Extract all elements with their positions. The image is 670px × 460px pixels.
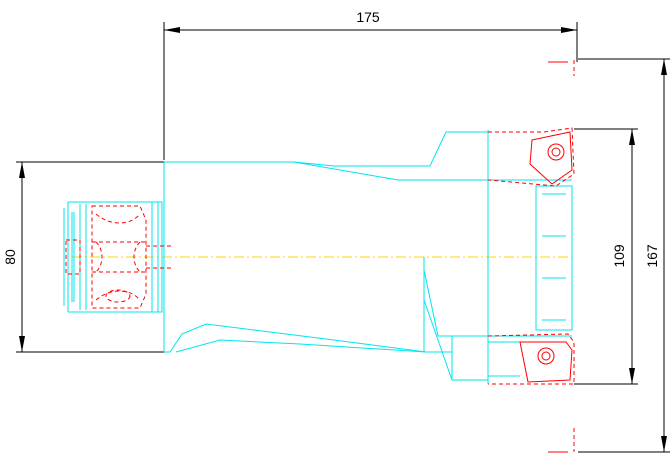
arrowhead-bottom — [629, 368, 635, 384]
insert-bottom-screw-outer — [537, 347, 555, 365]
dimension-length: 175 — [163, 9, 578, 160]
insert-top-screw-outer — [547, 143, 565, 161]
dimension-shank-diameter-label: 80 — [2, 249, 18, 265]
arrowhead-top — [629, 129, 635, 145]
arrowhead-right — [561, 27, 577, 33]
dimension-cutting-diameter-outer: 167 — [578, 58, 670, 453]
dimension-cutting-diameter-inner-label: 109 — [611, 244, 627, 268]
coolant-channel — [146, 245, 172, 269]
body-chip-flute — [423, 257, 488, 381]
dimension-length-label: 175 — [356, 9, 380, 25]
coupling-ring — [151, 202, 159, 312]
arrowhead-left — [164, 27, 180, 33]
reference-marks — [548, 60, 575, 453]
arrowhead-bottom — [19, 336, 25, 352]
insert-top-outline — [487, 127, 575, 187]
head-recess-lines — [542, 193, 566, 321]
body-outline-bottom — [164, 323, 427, 353]
dimension-shank-diameter: 80 — [2, 161, 164, 353]
retention-bore-arcs — [95, 241, 141, 273]
insert-bottom-plate — [519, 341, 573, 383]
head-steps — [488, 179, 572, 337]
insert-top-plate — [529, 131, 573, 185]
lock-screw — [105, 289, 131, 303]
insert-bottom-screw-inner — [541, 351, 551, 361]
head-recess — [535, 185, 573, 331]
insert-bottom — [487, 333, 575, 385]
arrowhead-top — [19, 162, 25, 178]
insert-top — [487, 127, 575, 187]
coupling-inner-lines — [71, 212, 75, 302]
insert-top-screw-inner — [551, 147, 561, 157]
coupling-outline — [90, 201, 163, 313]
retention-curve-bottom — [95, 290, 141, 301]
drive-key — [65, 239, 81, 275]
body-flute-top — [293, 131, 488, 167]
coupling-hidden-parts — [65, 205, 172, 309]
dimension-cutting-diameter-inner: 109 — [574, 128, 638, 385]
dimension-cutting-diameter-outer-label: 167 — [644, 244, 660, 268]
coupling-end — [63, 201, 90, 313]
arrowhead-top — [661, 59, 667, 75]
head-bottom-lines — [488, 341, 520, 377]
body-outline-top — [164, 130, 489, 181]
retention-bore — [92, 241, 146, 273]
arrowhead-bottom — [661, 436, 667, 452]
retention-curve-top — [95, 213, 141, 224]
tool-body — [164, 130, 573, 384]
retention-knob-outline — [91, 205, 147, 309]
